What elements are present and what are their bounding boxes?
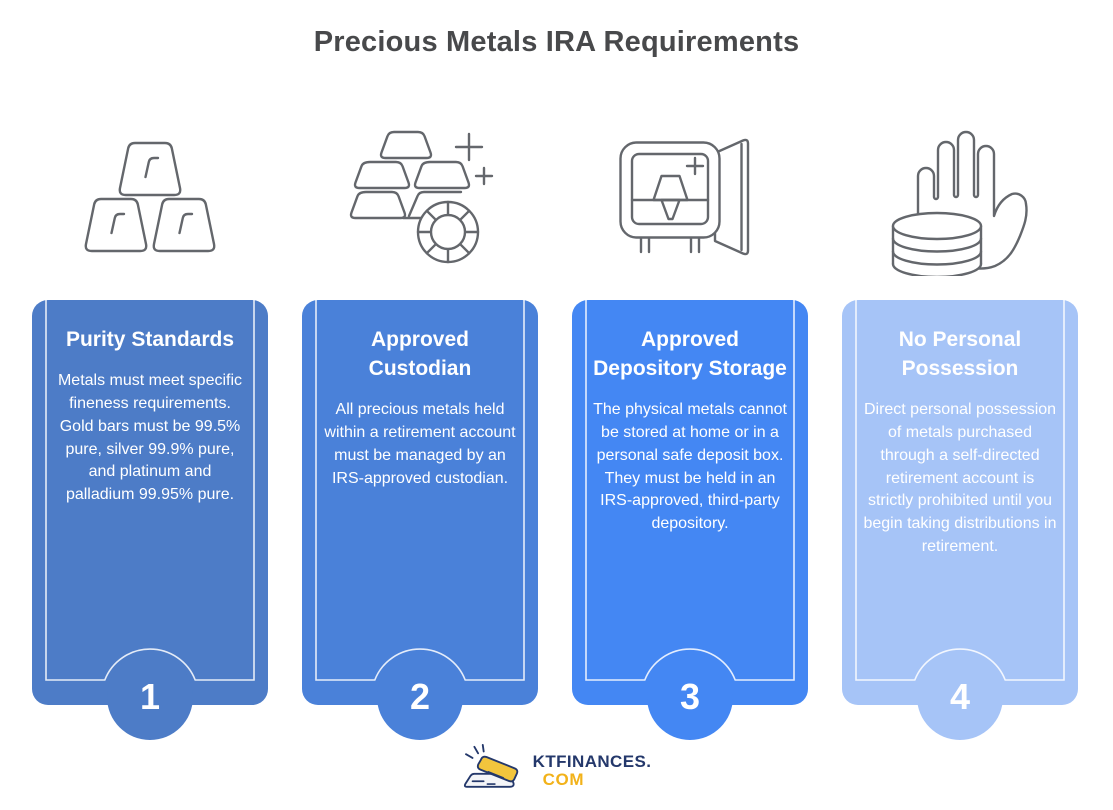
card-body: The physical metals cannot be stored at … bbox=[593, 400, 787, 533]
requirements-cards: Purity Standards Metals must meet specif… bbox=[32, 300, 1078, 740]
card-title: Approved Custodian bbox=[368, 328, 472, 380]
brand-text: KTFINANCES. COM bbox=[533, 753, 652, 789]
brand-name: KTFINANCES. bbox=[532, 752, 652, 772]
step-number: 1 bbox=[139, 676, 161, 717]
step-number: 3 bbox=[679, 676, 701, 717]
card-approved-depository-storage: Approved Depository Storage The physical… bbox=[572, 300, 808, 740]
open-safe-vault-icon bbox=[572, 137, 808, 263]
card-title: Purity Standards bbox=[65, 328, 235, 351]
step-number: 2 bbox=[409, 676, 431, 717]
gold-bars-and-coin-icon bbox=[302, 126, 538, 274]
page-title: Precious Metals IRA Requirements bbox=[313, 26, 800, 58]
card-no-personal-possession: No Personal Possession Direct personal p… bbox=[842, 300, 1078, 740]
card-body: Metals must meet specific fineness requi… bbox=[57, 371, 243, 504]
step-number: 4 bbox=[949, 676, 971, 717]
card-title: Approved Depository Storage bbox=[593, 328, 787, 380]
card-body: Direct personal possession of metals pur… bbox=[863, 400, 1057, 556]
icon-row bbox=[32, 118, 1078, 282]
card-body: All precious metals held within a retire… bbox=[324, 400, 516, 487]
step-number-badge: 2 bbox=[377, 654, 463, 740]
card-purity-standards: Purity Standards Metals must meet specif… bbox=[32, 300, 268, 740]
card-title: No Personal Possession bbox=[898, 328, 1022, 380]
brand-logo-icon bbox=[463, 744, 518, 788]
step-number-badge: 4 bbox=[917, 654, 1003, 740]
step-number-badge: 1 bbox=[107, 654, 193, 740]
gold-bars-pyramid-icon bbox=[32, 139, 268, 261]
card-approved-custodian: Approved Custodian All precious metals h… bbox=[302, 300, 538, 740]
footer-brand: KTFINANCES. COM bbox=[0, 744, 1113, 798]
stop-hand-with-coins-icon bbox=[842, 124, 1078, 276]
step-number-badge: 3 bbox=[647, 654, 733, 740]
brand-domain-suffix: COM bbox=[542, 770, 585, 789]
